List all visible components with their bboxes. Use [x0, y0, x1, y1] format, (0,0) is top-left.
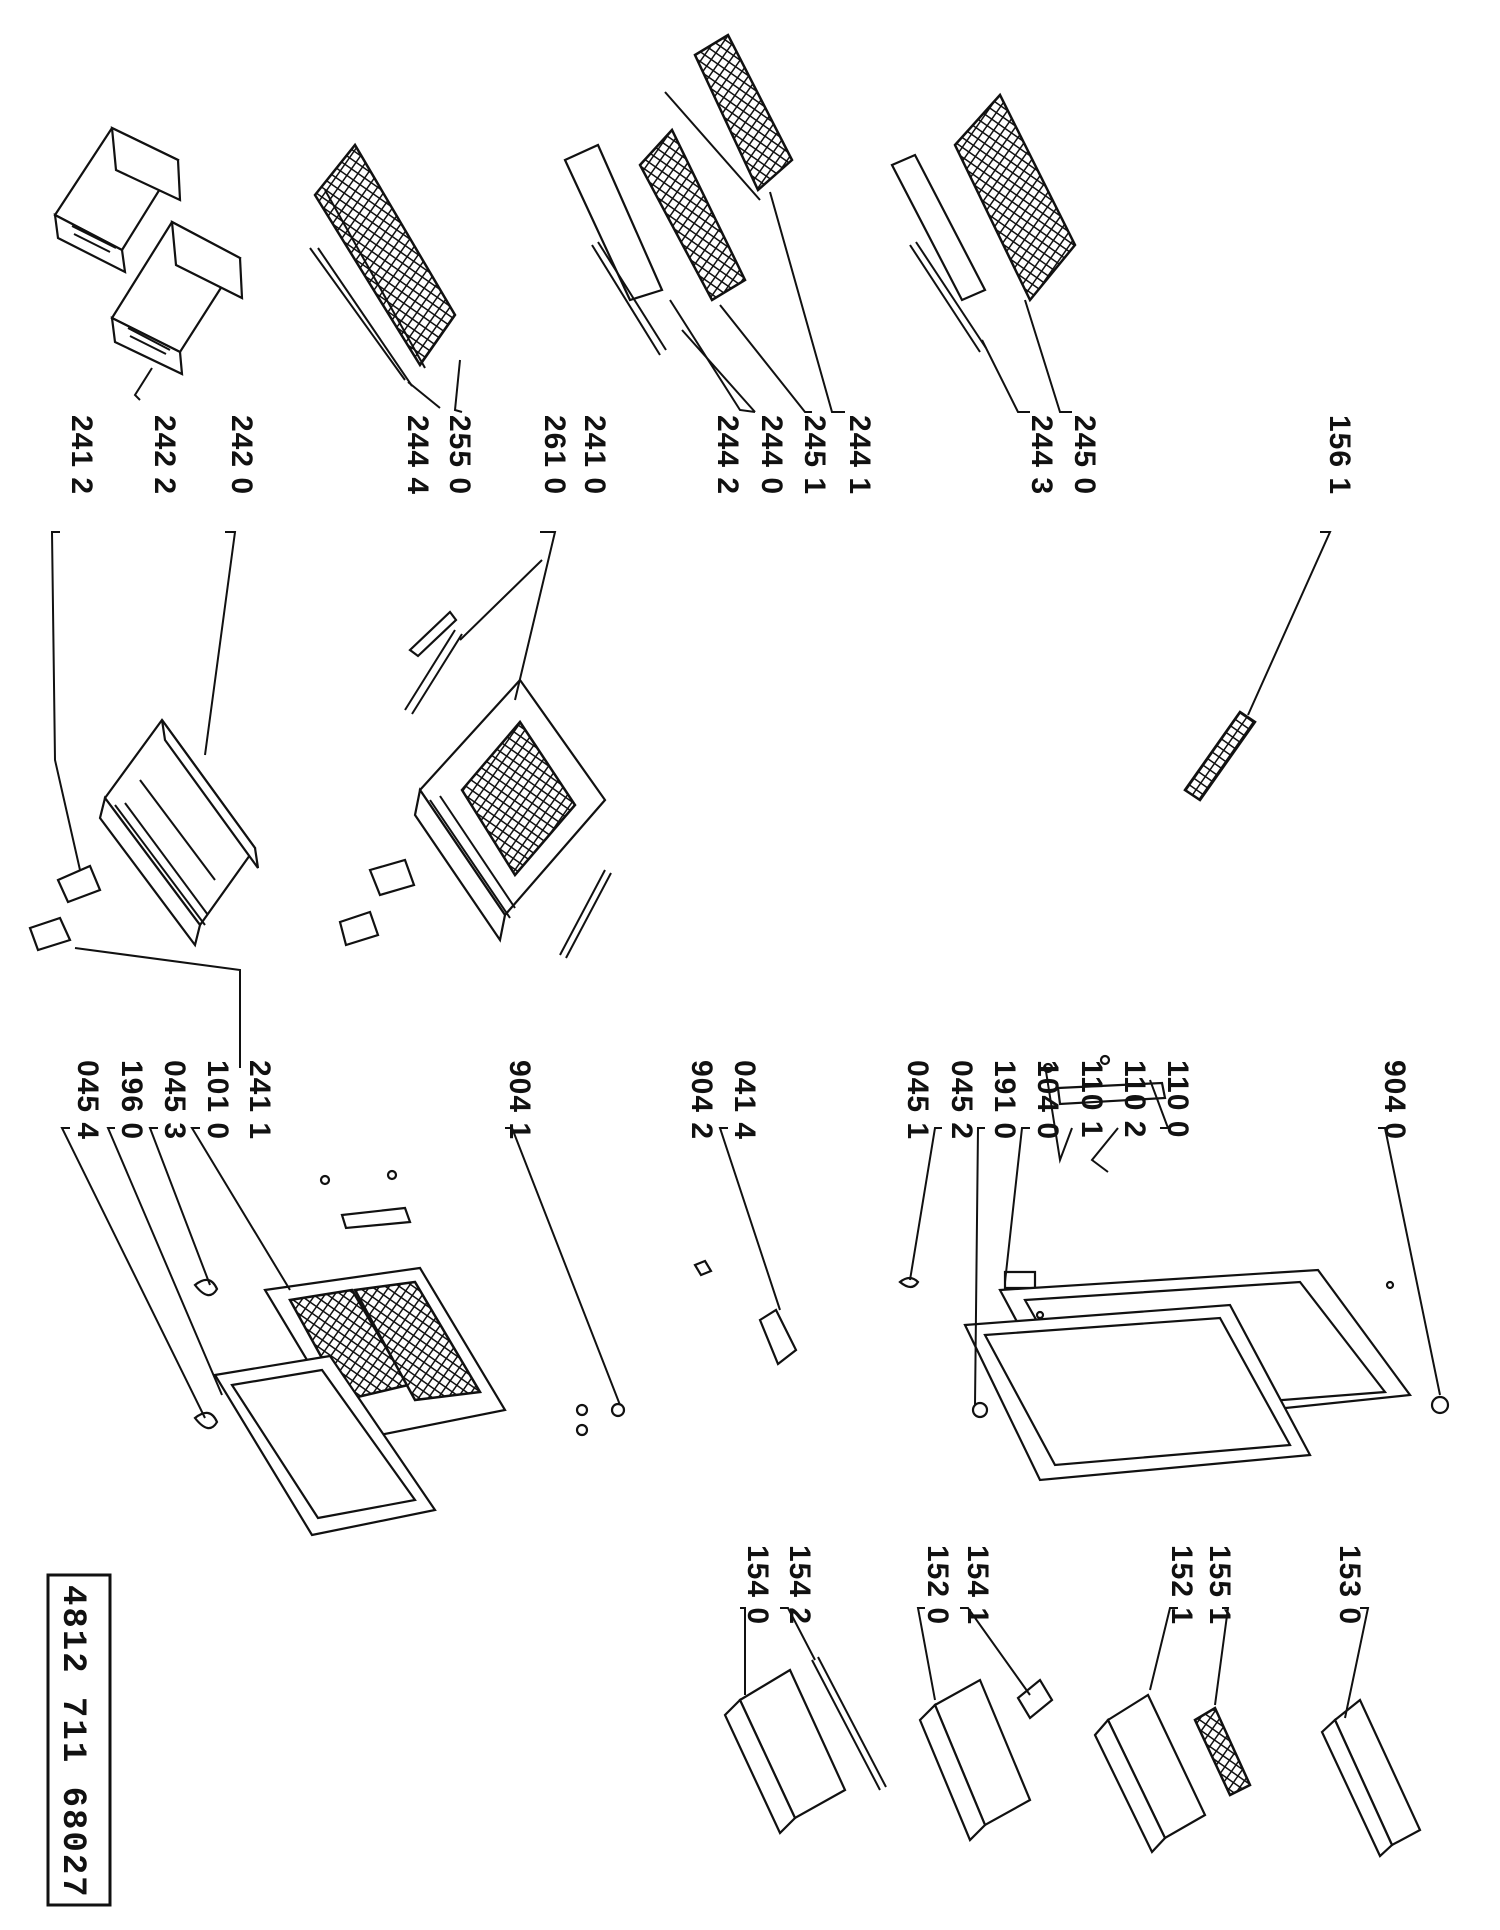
hinge-parts: [693, 1259, 798, 1366]
label-0414: 041 4: [728, 1060, 761, 1140]
label-1910: 191 0: [988, 1060, 1021, 1140]
label-0452: 045 2: [945, 1060, 978, 1140]
drawer-2410: [413, 678, 607, 943]
label-0453: 045 3: [158, 1060, 191, 1140]
label-2422: 242 2: [148, 415, 181, 495]
label-2451: 245 1: [798, 415, 831, 495]
leader-lines-top: [133, 191, 1072, 413]
label-2411: 241 1: [243, 1060, 276, 1140]
label-2442: 244 2: [711, 415, 744, 495]
crisper-drawer-upper: [53, 126, 182, 274]
label-2440: 244 0: [755, 415, 788, 495]
door-assembly: [898, 1054, 1450, 1482]
label-9042: 904 2: [685, 1060, 718, 1140]
document-code-box: 4812 711 68027: [46, 1573, 112, 1907]
label-1542: 154 2: [783, 1545, 816, 1625]
glass-shelf-2450: [890, 92, 1077, 353]
label-2441: 244 1: [843, 415, 876, 495]
label-2420: 242 0: [225, 415, 258, 495]
door-shelf-1541: [960, 1607, 1054, 1720]
small-parts-middle-left: [28, 610, 612, 959]
label-1540: 154 0: [741, 1545, 774, 1625]
label-1040: 104 0: [1031, 1060, 1064, 1140]
leader-lines-middle: [50, 531, 557, 1068]
label-1960: 196 0: [115, 1060, 148, 1140]
label-0451: 045 1: [901, 1060, 934, 1140]
label-2444: 244 4: [401, 415, 434, 495]
label-1521: 152 1: [1165, 1545, 1198, 1625]
glass-shelf-2550: [309, 142, 457, 387]
door-shelf-1530: [1320, 1607, 1422, 1858]
label-1101: 110 1: [1075, 1060, 1108, 1138]
egg-tray-1561: [1183, 531, 1332, 802]
label-1561: 156 1: [1323, 415, 1356, 495]
glass-shelf-2440: [563, 127, 747, 356]
label-2443: 244 3: [1025, 415, 1058, 495]
door-shelf-1521: [1093, 1607, 1207, 1854]
label-1541: 154 1: [961, 1545, 994, 1625]
label-9040: 904 0: [1378, 1060, 1411, 1140]
door-shelf-1551: [1193, 1607, 1252, 1797]
part-labels: 153 0 155 1 152 1 154 1 152 0 154 2 154 …: [65, 415, 1411, 1625]
drawer-2420: [98, 718, 260, 948]
label-9041: 904 1: [503, 1060, 536, 1140]
label-1102: 110 2: [1118, 1060, 1151, 1138]
label-1520: 152 0: [921, 1545, 954, 1625]
label-1551: 155 1: [1203, 1545, 1236, 1625]
label-0454: 045 4: [71, 1060, 104, 1140]
leader-lines-lower-left: [60, 1127, 621, 1419]
label-2450: 245 0: [1068, 415, 1101, 495]
label-2410: 241 0: [578, 415, 611, 495]
label-2412: 241 2: [65, 415, 98, 495]
label-2550: 255 0: [443, 415, 476, 495]
crisper-drawer-lower: [110, 220, 244, 376]
label-1100: 110 0: [1161, 1060, 1194, 1138]
leader-lines-door: [718, 1064, 1441, 1406]
glass-shelf-2441: [664, 33, 794, 201]
freezer-door-assembly: [193, 1169, 626, 1537]
door-shelf-1520: [916, 1607, 1032, 1842]
label-1010: 101 0: [201, 1060, 234, 1140]
label-1530: 153 0: [1333, 1545, 1366, 1625]
label-2610: 261 0: [538, 415, 571, 495]
document-code: 4812 711 68027: [53, 1585, 91, 1899]
door-shelf-1540: [723, 1607, 887, 1835]
